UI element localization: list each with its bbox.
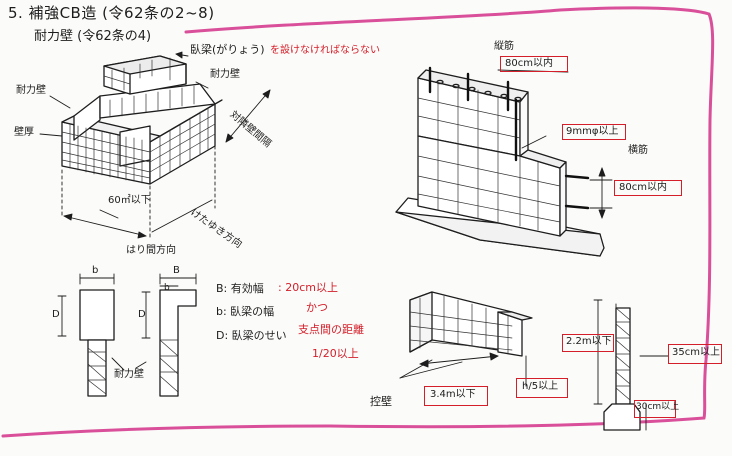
wall-grid-right [103, 57, 216, 179]
legend-d-ratio: 1/20以上 [312, 347, 359, 360]
reinforced-wall-sketch [395, 69, 605, 257]
buttress-wall-sketch [409, 291, 533, 357]
reinforced-wall-grid [417, 81, 561, 231]
isometric-building-sketch [61, 55, 223, 185]
ratio-box [516, 378, 568, 398]
ring-beam-label: 臥梁(がりょう) [190, 43, 265, 56]
dim-D2: D [138, 309, 146, 320]
length-value: 3.4m以下 [430, 389, 476, 400]
ring-beam-note: を設けなければならない [270, 45, 380, 56]
vertical-bar-label: 縦筋 [494, 41, 514, 52]
area-label: 60㎡以下 [108, 195, 151, 206]
rebars [428, 66, 590, 210]
dim-D: D [52, 309, 60, 320]
buttress-label: 控壁 [370, 395, 392, 408]
dim-b-top: b [92, 265, 99, 276]
base-value: 30cm以上 [636, 402, 680, 412]
fig4-dimensions [399, 352, 527, 387]
horizontal-spacing-box [614, 180, 682, 196]
ratio-value: h/5以上 [522, 381, 559, 392]
vertical-spacing-value: 80cm以内 [505, 58, 553, 69]
horizontal-spacing-value: 80cm以内 [619, 182, 667, 193]
diameter-box [562, 124, 626, 140]
height-value: 2.2m以下 [566, 336, 612, 347]
legend-w-value: かつ [306, 301, 328, 314]
dim-b: b [164, 283, 170, 293]
wall-grid-left [61, 123, 151, 184]
legend-w-label: b: 臥梁の幅 [216, 305, 275, 318]
legend-b-label: B: 有効幅 [216, 282, 264, 295]
dim-B: B [173, 265, 180, 276]
cross-section-sketch [79, 289, 197, 397]
legend-d-label: D: 臥梁のせい [216, 329, 287, 342]
vertical-spacing-box [500, 56, 568, 72]
fence-section-hatch [615, 307, 631, 401]
page-subtitle: 耐力壁 (令62条の4) [34, 29, 152, 44]
thickness-value: 35cm以上 [672, 347, 720, 358]
beam-direction-label: はり間方向 [126, 245, 176, 256]
base-box [634, 400, 676, 418]
legend-b-value: : 20cm以上 [278, 281, 338, 294]
legend-d-value: 支点間の距離 [298, 323, 364, 336]
horizontal-bar-label: 横筋 [628, 145, 648, 156]
length-box [424, 386, 488, 406]
page-frame [1, 6, 715, 438]
section-wall-label: 耐力壁 [114, 369, 144, 380]
page-title: 5. 補強CB造 (令62条の2~8) [8, 4, 215, 22]
height-box [562, 334, 614, 352]
wall-thickness-label: 壁厚 [14, 127, 34, 138]
diameter-value: 9mmφ以上 [566, 126, 619, 137]
cross-section-hatch [87, 339, 179, 395]
fig3-dimensions [57, 273, 197, 371]
wall-label-right: 耐力壁 [210, 69, 240, 80]
wall-label-left: 耐力壁 [16, 85, 46, 96]
buttress-wall-grid [409, 295, 513, 355]
thickness-box [668, 344, 722, 364]
fig1-dimensions [39, 51, 271, 241]
